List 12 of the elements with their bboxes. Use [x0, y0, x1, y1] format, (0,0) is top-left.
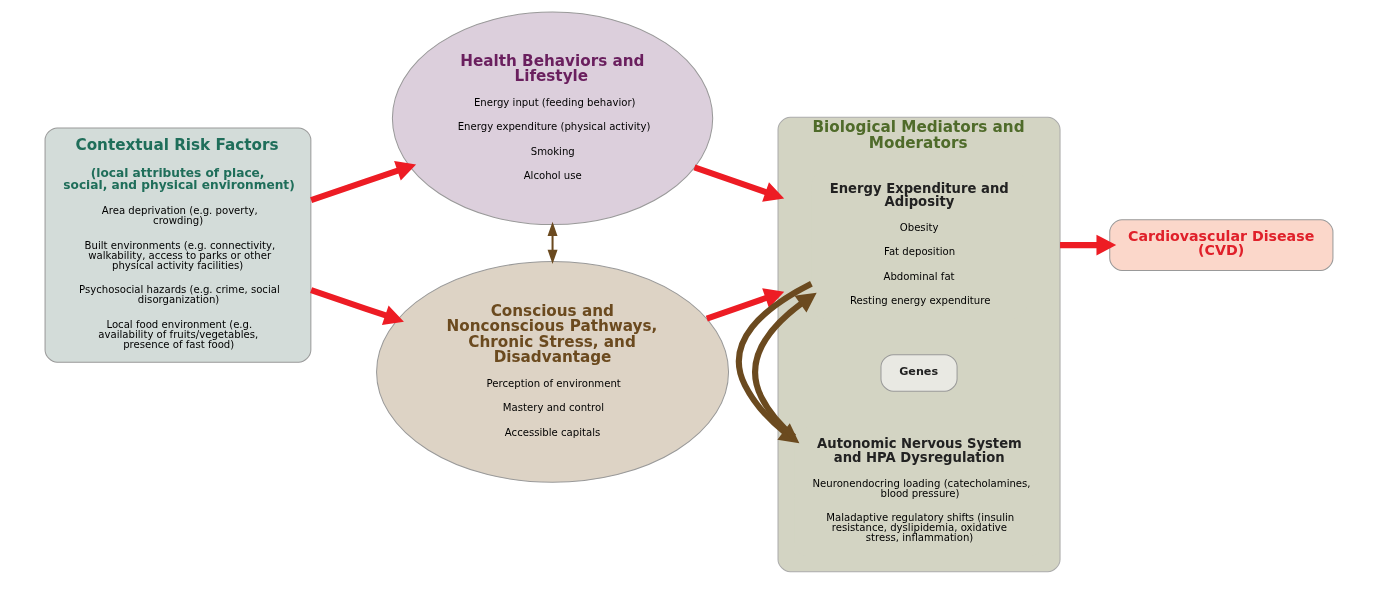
arrow: [705, 288, 785, 322]
arrow: [547, 221, 558, 264]
node-box: Genes: [880, 354, 958, 392]
node-text: Autonomic Nervous System and HPA Dysregulation Neuronendocring loading (catecholamines, blood pressure) Maladaptive regulatory shifts (insulin resistance, dyslipidemia, oxidative stress, inflammation): [812, 436, 1031, 544]
node-box: Cardiovascular Disease (CVD): [1109, 219, 1334, 271]
arrow: [310, 160, 417, 203]
arrow: [310, 287, 404, 326]
arrow: [1060, 234, 1117, 256]
node-ellipse: Conscious and Nonconscious Pathways, Chronic Stress, and Disadvantage Perception of environment Mastery and control Accessible capitals: [376, 261, 730, 483]
arrow: [693, 164, 785, 202]
node-text: Energy Expenditure and Adiposity Obesity Fat deposition Abdominal fat Resting energy expenditure: [829, 180, 1009, 306]
node-box: Contextual Risk Factors (local attributes of place, social, and physical environment) Area deprivation (e.g. poverty, crowding) Built environments (e.g. connectivity, walkability, access to parks or other physical activity facilities) Psychosocial hazards (e.g. crime, social disorganization) Local food environment (e.g. availability of fruits/vegetables, presence of fast food): [44, 127, 312, 363]
